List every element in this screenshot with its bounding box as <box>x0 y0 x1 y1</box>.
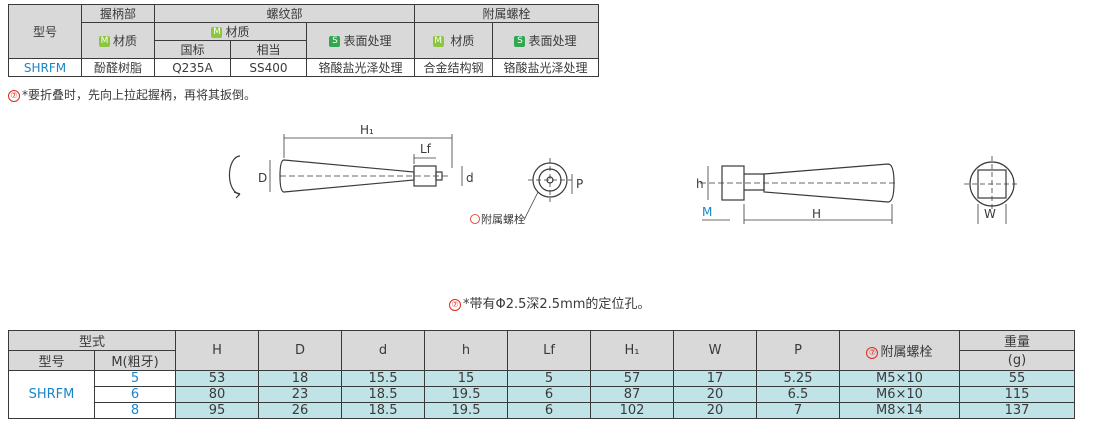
cell-Lf: 6 <box>507 402 591 419</box>
cell-weight: 55 <box>959 370 1075 387</box>
cell-weight: 137 <box>959 402 1075 419</box>
cell-Lf: 6 <box>507 386 591 403</box>
table-row: 6 80 23 18.5 19.5 6 87 20 6.5 M6×10 115 <box>9 386 1075 403</box>
bolt-marker-icon <box>470 214 480 224</box>
m-badge-icon: M <box>98 36 110 47</box>
type-group-header: 型式 <box>8 330 176 351</box>
label-bolt: 附属螺栓 <box>481 212 525 226</box>
cell-W: 20 <box>673 386 757 403</box>
col-weight: 重量 <box>959 330 1075 351</box>
folding-note-text: *要折叠时，先向上拉起握柄，再将其扳倒。 <box>22 88 257 102</box>
col-P: P <box>756 330 840 371</box>
cell-h: 19.5 <box>424 386 508 403</box>
note-marker-icon: ⑦ <box>866 346 879 359</box>
cell-H: 95 <box>175 402 259 419</box>
cell-W: 20 <box>673 402 757 419</box>
cell-W: 17 <box>673 370 757 387</box>
cell-d: 15.5 <box>341 370 425 387</box>
bolt-material-header: M 材质 <box>414 22 493 59</box>
handle-folded-view <box>700 163 898 224</box>
cell-D: 26 <box>258 402 342 419</box>
handle-side-view <box>228 134 463 199</box>
table-row: SHRFM 5 53 18 15.5 15 5 57 17 5.25 M5×10… <box>8 370 1075 419</box>
label-P: P <box>576 177 583 191</box>
hole-note: ⑦*带有Φ2.5深2.5mm的定位孔。 <box>449 293 650 312</box>
cell-weight: 115 <box>959 386 1075 403</box>
grip-group-header: 握柄部 <box>81 4 155 23</box>
model-cell: SHRFM <box>8 58 82 77</box>
label-M: M <box>702 205 712 219</box>
handle-end-view <box>523 158 573 221</box>
model-header: 型号 <box>8 4 82 59</box>
bolt-surface-cell: 铬酸盐光泽处理 <box>492 58 599 77</box>
col-Lf: Lf <box>507 330 591 371</box>
col-model: 型号 <box>8 350 95 371</box>
cell-H: 80 <box>175 386 259 403</box>
cell-P: 5.25 <box>756 370 840 387</box>
label-D: D <box>258 171 267 185</box>
std-equiv-header: 相当 <box>230 40 307 59</box>
cell-bolt: M5×10 <box>839 370 960 387</box>
hole-note-text: *带有Φ2.5深2.5mm的定位孔。 <box>463 297 651 312</box>
col-d: d <box>341 330 425 371</box>
label-W: W <box>984 207 996 221</box>
technical-drawings: H₁ Lf D d P 附属螺栓 h M H W <box>228 123 1020 226</box>
cell-H: 53 <box>175 370 259 387</box>
col-H: H <box>175 330 259 371</box>
cell-P: 6.5 <box>756 386 840 403</box>
handle-square-view <box>964 156 1020 224</box>
cell-d: 18.5 <box>341 402 425 419</box>
bolt-material-cell: 合金结构钢 <box>414 58 493 77</box>
col-m-coarse: M(粗牙) <box>94 350 176 371</box>
thread-surface-cell: 铬酸盐光泽处理 <box>306 58 415 77</box>
grip-material-cell: 酚醛树脂 <box>81 58 155 77</box>
spec-model-cell: SHRFM <box>8 370 95 419</box>
label-H: H <box>812 207 821 221</box>
note-marker-icon: ⑦ <box>8 89 20 102</box>
cell-H1: 87 <box>590 386 674 403</box>
cell-bolt: M6×10 <box>839 386 960 403</box>
col-W: W <box>673 330 757 371</box>
label-H1: H₁ <box>360 123 374 137</box>
cell-bolt: M8×14 <box>839 402 960 419</box>
folding-note: ⑦*要折叠时，先向上拉起握柄，再将其扳倒。 <box>8 86 256 103</box>
label-h: h <box>696 177 704 191</box>
cell-d: 18.5 <box>341 386 425 403</box>
col-weight-unit: (g) <box>959 350 1075 371</box>
cell-h: 19.5 <box>424 402 508 419</box>
cell-Lf: 5 <box>507 370 591 387</box>
col-h: h <box>424 330 508 371</box>
m-cell: 6 <box>94 386 176 403</box>
cell-D: 23 <box>258 386 342 403</box>
m-cell: 5 <box>94 370 176 387</box>
m-cell: 8 <box>94 402 176 419</box>
cell-D: 18 <box>258 370 342 387</box>
bolt-group-header: 附属螺栓 <box>414 4 599 23</box>
label-Lf: Lf <box>420 142 432 156</box>
s-badge-icon: S <box>329 36 341 47</box>
thread-equiv-cell: SS400 <box>230 58 307 77</box>
col-D: D <box>258 330 342 371</box>
note-marker-icon: ⑦ <box>449 298 461 311</box>
label-d: d <box>466 171 474 185</box>
m-badge-icon: M <box>211 27 223 38</box>
table-row: 8 95 26 18.5 19.5 6 102 20 7 M8×14 137 <box>9 402 1075 419</box>
thread-gb-cell: Q235A <box>154 58 231 77</box>
m-badge-icon: M <box>432 36 444 47</box>
std-gb-header: 国标 <box>154 40 231 59</box>
thread-group-header: 螺纹部 <box>154 4 415 23</box>
cell-P: 7 <box>756 402 840 419</box>
col-H1: H₁ <box>590 330 674 371</box>
cell-H1: 57 <box>590 370 674 387</box>
s-badge-icon: S <box>514 36 526 47</box>
cell-H1: 102 <box>590 402 674 419</box>
cell-h: 15 <box>424 370 508 387</box>
